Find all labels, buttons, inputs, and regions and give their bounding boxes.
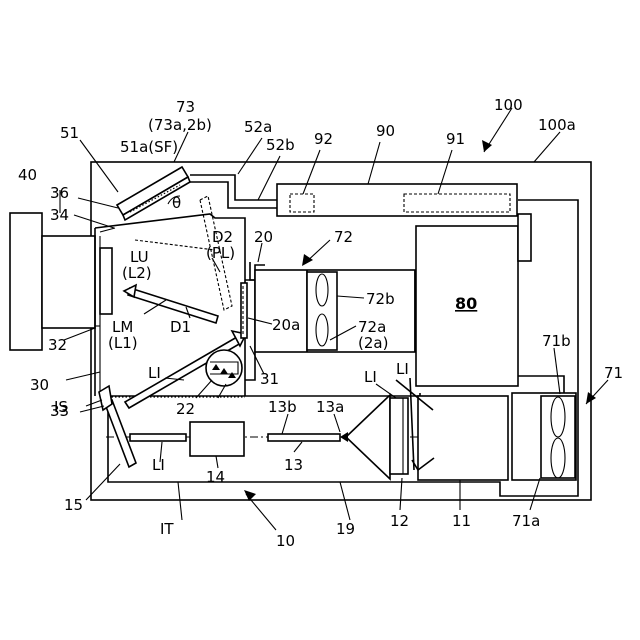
leader-14 [216, 456, 218, 468]
connector-80 [518, 214, 531, 261]
leader-71b [554, 348, 560, 394]
lens-12 [390, 398, 408, 474]
label-13: 13 [284, 456, 303, 474]
label-90: 90 [376, 122, 395, 140]
surface-34 [100, 228, 115, 232]
label-IT: IT [160, 520, 174, 538]
leader-36 [78, 198, 118, 208]
label-71a: 71a [512, 512, 540, 530]
label-72: 72 [334, 228, 353, 246]
label-51: 51 [60, 124, 79, 142]
arrowhead-72 [302, 254, 313, 266]
arrowhead-13a [340, 432, 348, 442]
label-20: 20 [254, 228, 273, 246]
lens-element-left [130, 434, 186, 441]
label-13b: 13b [268, 398, 297, 416]
label-73-sub: (73a,2b) [148, 116, 212, 134]
label-10: 10 [276, 532, 295, 550]
lens-barrel [42, 236, 95, 328]
label-52a: 52a [244, 118, 272, 136]
leader-71a [530, 478, 540, 510]
label-31: 31 [260, 370, 279, 388]
label-51a: 51a(SF) [120, 138, 178, 156]
arrowhead-LM [124, 285, 136, 297]
label-L2: (L2) [122, 264, 152, 282]
label-71: 71 [604, 364, 623, 382]
label-2a: (2a) [358, 334, 388, 352]
label-32: 32 [48, 336, 67, 354]
leader-52a [238, 138, 262, 174]
label-LI-c: LI [364, 368, 377, 386]
label-40: 40 [18, 166, 37, 184]
label-52b: 52b [266, 136, 295, 154]
leader-51 [80, 140, 118, 192]
leader-33 [80, 406, 104, 412]
projection-lens-40 [10, 213, 42, 350]
wire-71b [518, 376, 564, 393]
label-92: 92 [314, 130, 333, 148]
rod-13 [268, 434, 340, 441]
label-34: 34 [50, 206, 69, 224]
leader-13 [294, 442, 302, 452]
label-19: 19 [336, 520, 355, 538]
leader-13b [282, 414, 288, 434]
label-D1: D1 [170, 318, 191, 336]
label-72b: 72b [366, 290, 395, 308]
label-15: 15 [64, 496, 83, 514]
label-80: 80 [455, 294, 477, 313]
label-LI-b: LI [152, 456, 165, 474]
leader-100a [534, 132, 560, 162]
lens-14 [190, 422, 244, 456]
label-73: 73 [176, 98, 195, 116]
label-L1: (L1) [108, 334, 138, 352]
label-22: 22 [176, 400, 195, 418]
label-100: 100 [494, 96, 523, 114]
leader-IT [178, 482, 182, 520]
label-11: 11 [452, 512, 471, 530]
leader-19 [340, 482, 350, 520]
power-unit-90 [277, 184, 517, 216]
label-33: 33 [50, 402, 69, 420]
taper-13a [346, 395, 390, 479]
leader-IS [86, 400, 102, 406]
label-91: 91 [446, 130, 465, 148]
leader-13a [334, 414, 340, 432]
label-13a: 13a [316, 398, 344, 416]
leader-90 [368, 142, 380, 184]
label-20a: 20a [272, 316, 300, 334]
label-36: 36 [50, 184, 69, 202]
label-12: 12 [390, 512, 409, 530]
ray-LI-2 [410, 378, 414, 470]
label-PL: (PL) [206, 244, 235, 262]
display-element-32 [100, 248, 112, 314]
wire-52b [190, 182, 277, 208]
label-71b: 71b [542, 332, 571, 350]
label-theta: θ [172, 194, 181, 212]
label-LI-a: LI [148, 364, 161, 382]
label-LI-d: LI [396, 360, 409, 378]
panel-20a [241, 283, 247, 338]
label-100a: 100a [538, 116, 576, 134]
leader-34 [74, 215, 114, 228]
label-30: 30 [30, 376, 49, 394]
label-14: 14 [206, 468, 225, 486]
